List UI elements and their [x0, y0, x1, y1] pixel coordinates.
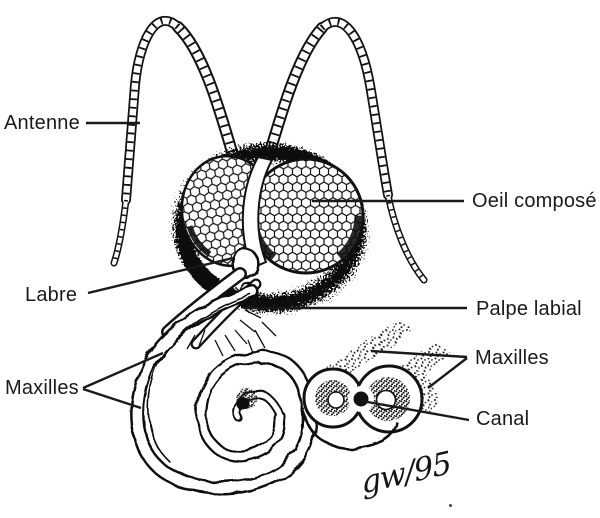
cut-sheath-arc: [301, 407, 399, 450]
leader-lines: [82, 121, 470, 422]
label-canal: Canal: [476, 408, 530, 430]
maxilla-tube-left: [302, 367, 364, 429]
label-labre: Labre: [25, 284, 78, 306]
compound-eye-right: [247, 157, 365, 275]
labial-palp-hairs: [174, 281, 326, 357]
label-antenne: Antenne: [4, 112, 80, 134]
leader-maxilles-left-lower: [82, 387, 142, 410]
label-palpe-labial: Palpe labial: [476, 298, 582, 320]
label-maxilles-right: Maxilles: [475, 347, 549, 369]
leader-maxilles-right-upper: [370, 349, 468, 359]
frons-band: [241, 155, 274, 270]
label-maxilles-left: Maxilles: [5, 377, 79, 399]
canal-dot: [353, 391, 369, 407]
label-oeil-compose: Oeil composé: [472, 190, 597, 212]
leader-labre: [87, 256, 234, 295]
ink-dot: [449, 504, 452, 507]
leader-canal: [361, 399, 470, 422]
leader-maxilles-right-lower: [427, 357, 468, 389]
antenna-right: [264, 17, 428, 284]
proboscis-cross-section: [301, 320, 452, 450]
antenna-left: [110, 15, 238, 267]
leader-maxilles-left-upper: [82, 351, 164, 390]
